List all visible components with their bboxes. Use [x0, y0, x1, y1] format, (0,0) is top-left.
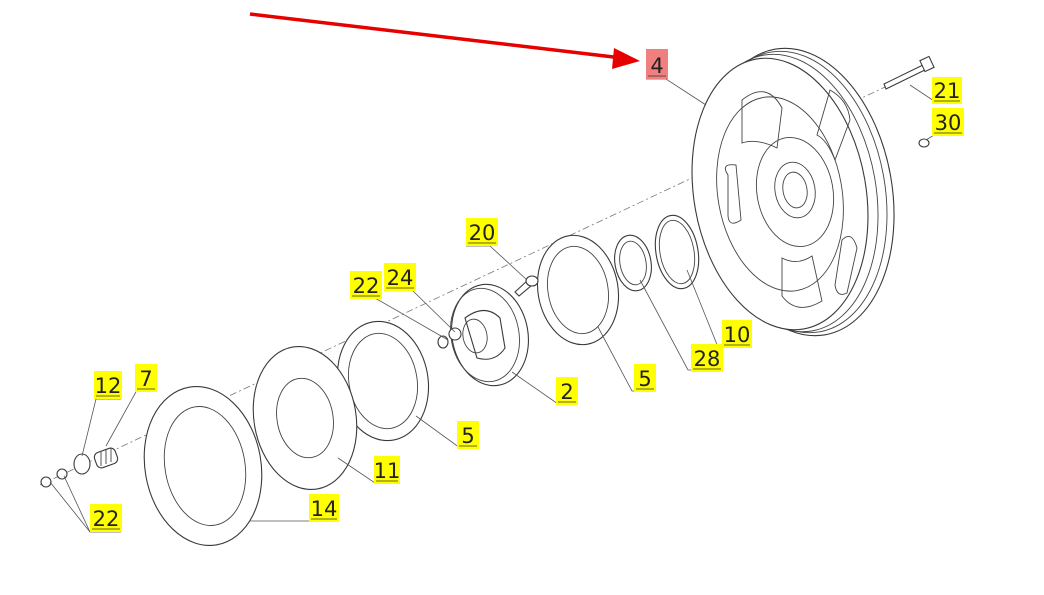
ring-part-28	[614, 234, 652, 292]
pulley-part-4	[691, 47, 895, 337]
callout-number: 22	[353, 274, 380, 298]
nut-part-22-lower-b	[40, 476, 52, 488]
nut-part-30	[918, 138, 930, 148]
callout-c10: 10	[722, 320, 752, 348]
callout-box	[135, 364, 157, 392]
nut-part-22-lower-a	[56, 468, 68, 480]
bolt-part-21	[883, 55, 935, 90]
callout-box	[932, 77, 962, 104]
callout-c20: 20	[466, 218, 498, 246]
callout-number: 12	[95, 374, 122, 398]
callout-c4: 4	[646, 49, 668, 79]
callout-number: 4	[650, 54, 663, 78]
callout-box	[374, 456, 400, 484]
callout-box	[90, 504, 122, 532]
callout-number: 2	[560, 380, 573, 404]
bolt-part-20	[514, 275, 539, 297]
callout-c14: 14	[309, 494, 339, 522]
plate-part-14	[143, 386, 263, 546]
callout-box	[384, 263, 416, 291]
callout-box	[350, 271, 382, 299]
hub-part-2	[450, 283, 530, 387]
callout-number: 11	[374, 459, 401, 483]
callout-c7: 7	[135, 364, 157, 392]
red-arrow	[249, 12, 640, 69]
callout-number: 14	[311, 497, 338, 521]
callout-box	[932, 108, 964, 136]
callout-box	[457, 421, 479, 449]
callout-number: 28	[694, 347, 721, 371]
callout-number: 7	[139, 367, 152, 391]
nut-part-22-upper	[437, 335, 449, 349]
callout-number: 5	[638, 367, 651, 391]
callout-number: 22	[93, 507, 120, 531]
callout-box	[556, 377, 578, 405]
callout-box	[646, 49, 668, 79]
callout-c2: 2	[556, 377, 578, 405]
center-axis	[39, 79, 901, 486]
washer-part-12	[73, 453, 91, 475]
callout-c21: 21	[932, 77, 962, 104]
disc-part-5-upper	[536, 234, 620, 346]
callout-c22a: 22	[350, 271, 382, 299]
callout-number: 10	[724, 323, 751, 347]
callout-box	[309, 494, 339, 522]
callout-box	[466, 218, 498, 246]
callout-c5a: 5	[634, 364, 656, 392]
callout-number: 5	[461, 424, 474, 448]
callout-number: 20	[469, 221, 496, 245]
callout-c28: 28	[691, 344, 723, 372]
plate-part-11	[252, 345, 358, 491]
callout-box	[691, 344, 723, 372]
washer-part-24	[448, 327, 462, 341]
callout-number: 21	[934, 79, 961, 103]
callout-box	[94, 371, 122, 399]
callout-c22b: 22	[90, 504, 122, 532]
spring-part-7	[93, 447, 119, 469]
callout-c12: 12	[94, 371, 122, 399]
callout-c11: 11	[374, 456, 401, 484]
callout-c24: 24	[384, 263, 416, 291]
callout-box	[722, 320, 752, 348]
callout-c30: 30	[932, 108, 964, 136]
callout-number: 24	[387, 266, 414, 290]
callout-number: 30	[935, 111, 962, 135]
callout-c5b: 5	[457, 421, 479, 449]
callout-box	[634, 364, 656, 392]
ring-part-10	[654, 214, 700, 290]
